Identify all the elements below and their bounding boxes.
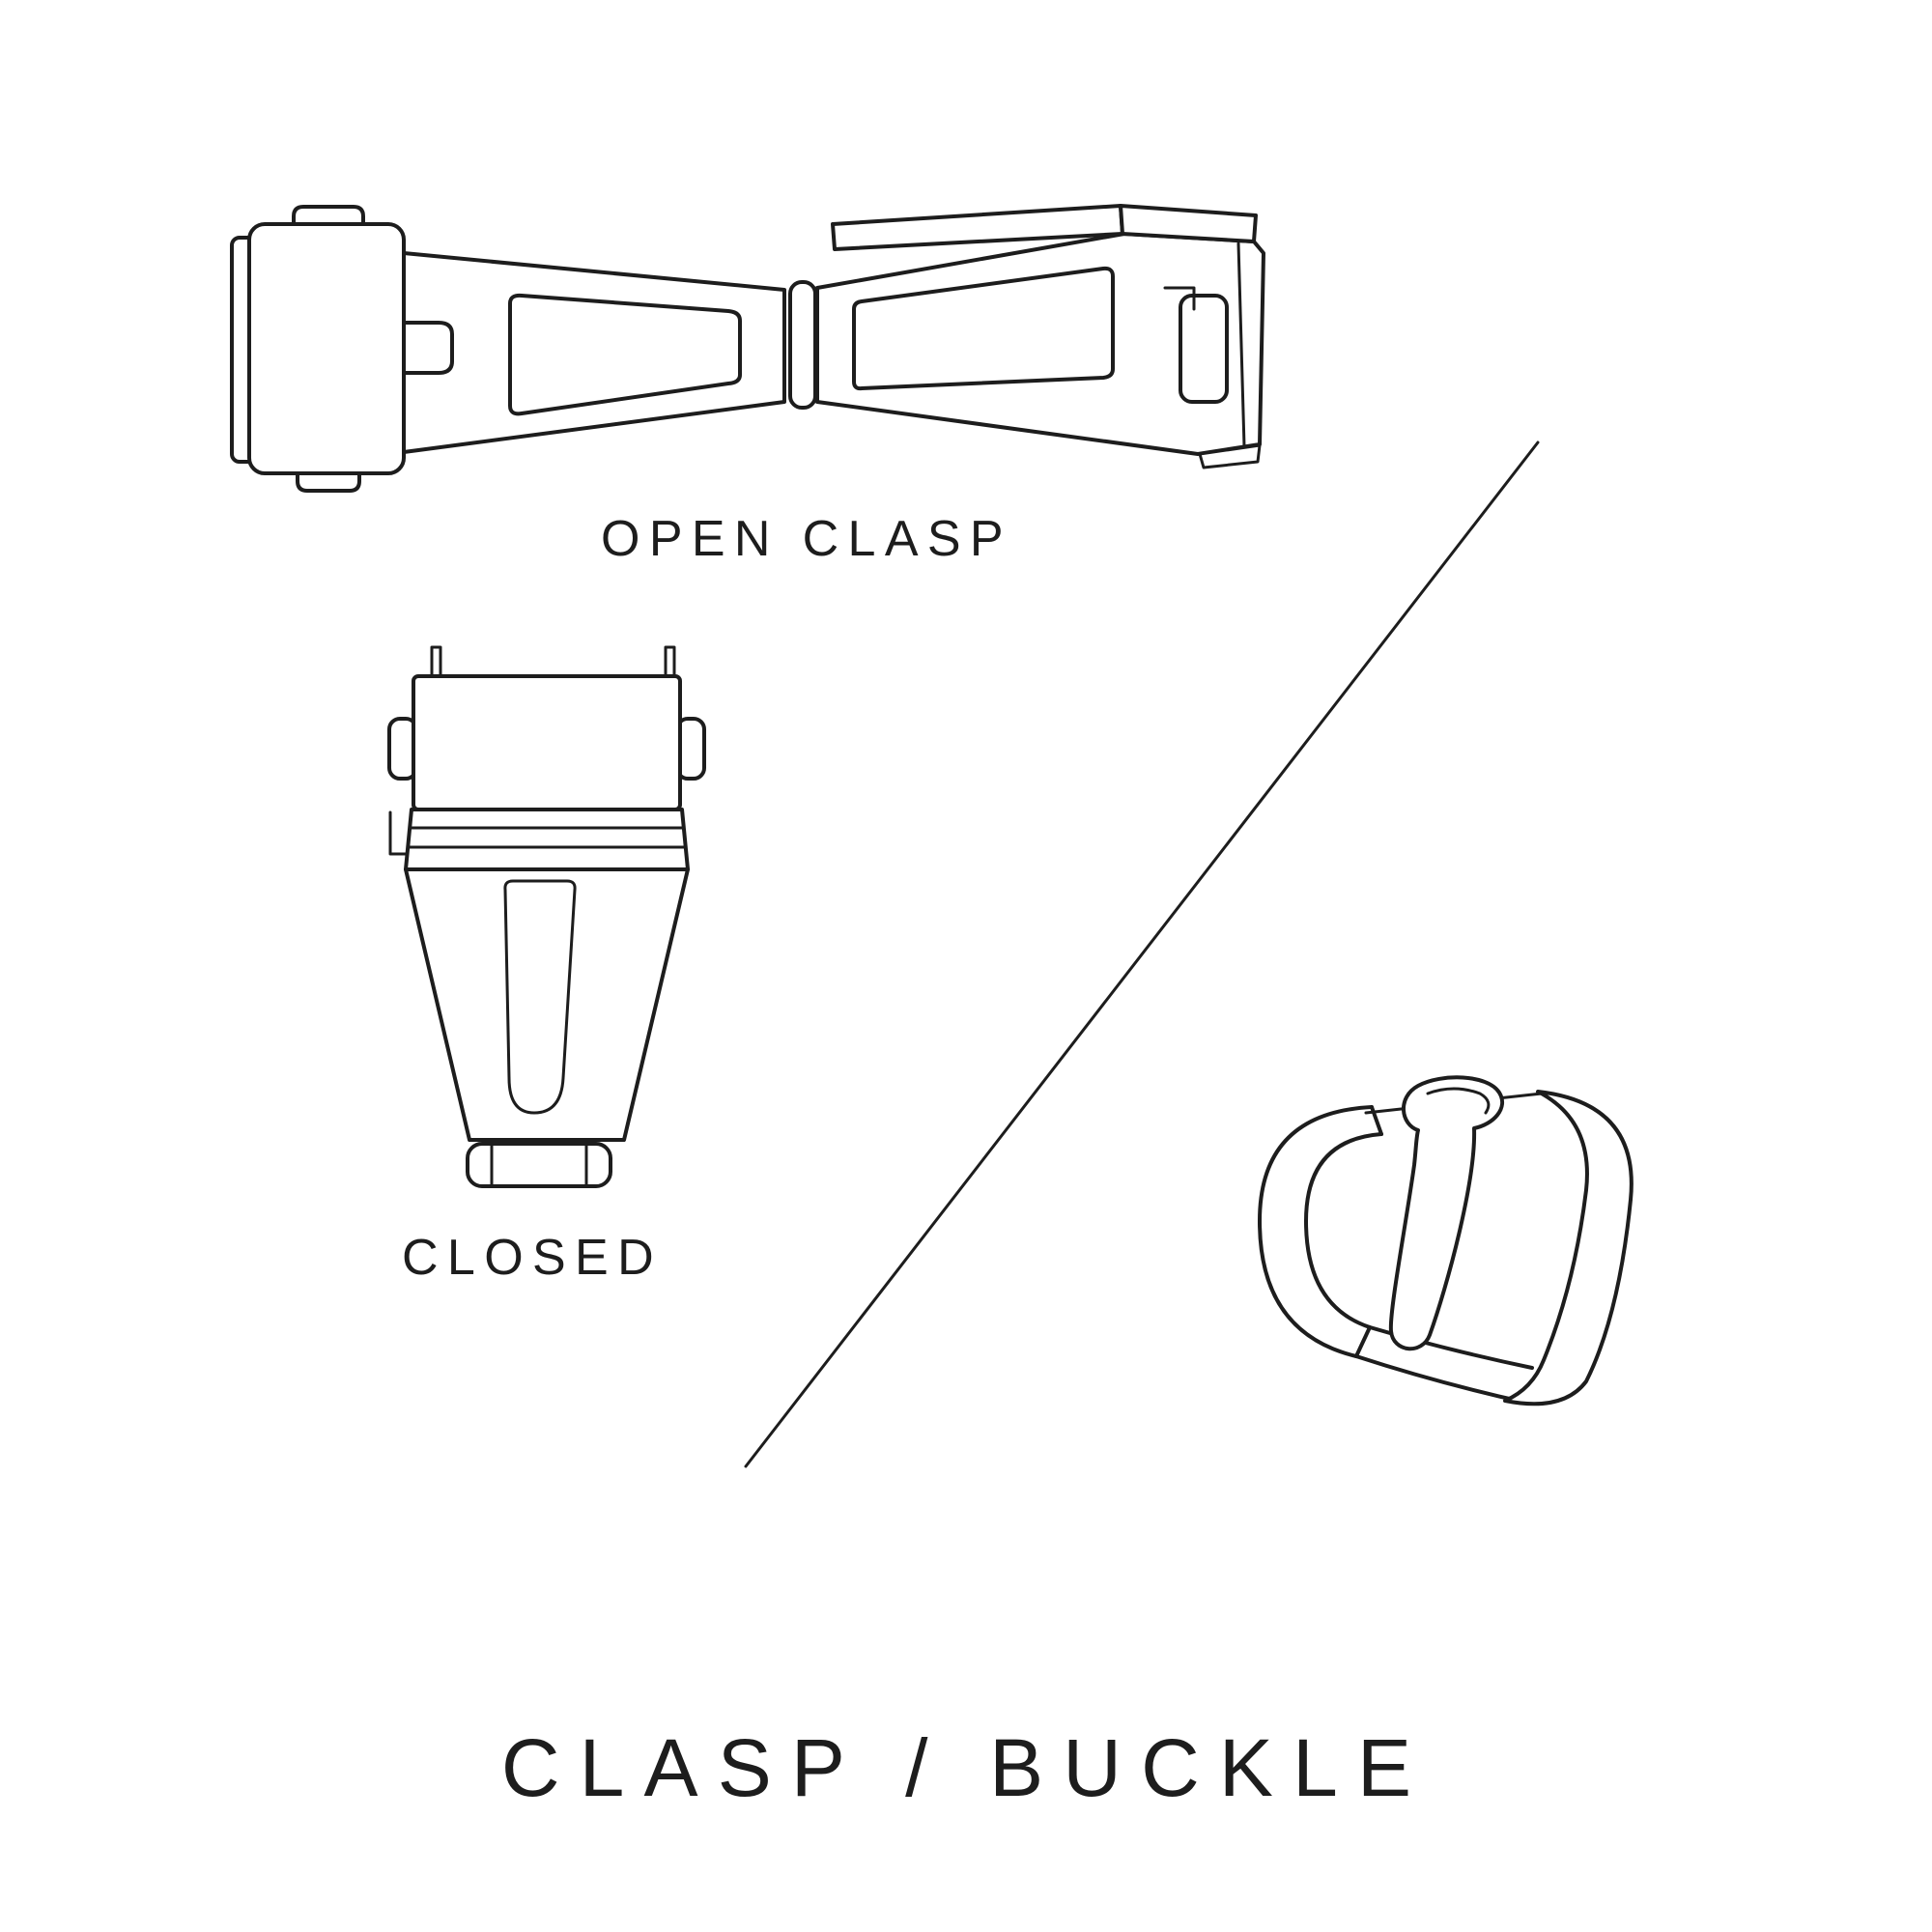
open-clasp-end-block (247, 222, 406, 475)
closed-clasp-bar-ticks (490, 1144, 588, 1186)
open-clasp-illustration (230, 204, 1265, 493)
open-clasp-right-end-top-edge (1119, 204, 1258, 243)
open-clasp-bracket-edge (1236, 242, 1246, 448)
buckle-tang-loop-line (1426, 1087, 1491, 1115)
buckle-strap-bar (1503, 1090, 1634, 1406)
open-clasp-hinge (788, 280, 817, 410)
buckle-tang (1388, 1075, 1504, 1351)
open-clasp-block-top-tab (292, 205, 365, 228)
open-clasp-block-bottom-tab (296, 469, 361, 493)
buckle-bottom-bar-outer (1354, 1354, 1528, 1405)
page-title: CLASP / BUCKLE (500, 1722, 1432, 1813)
open-clasp-right-inner-outline (852, 266, 1115, 391)
closed-clasp-label: CLOSED (402, 1230, 663, 1286)
closed-clasp-top-block (412, 674, 682, 811)
open-clasp-left-arm (402, 251, 786, 454)
buckle-frame-outer (1258, 1105, 1374, 1358)
buckle-frame-cap-bottom (1354, 1325, 1372, 1358)
closed-clasp-band-notch (388, 810, 409, 856)
open-clasp-bracket-lip (1198, 443, 1262, 469)
open-clasp-left-inner-outline (508, 293, 742, 416)
open-clasp-label: OPEN CLASP (601, 511, 1012, 567)
buckle-bottom-bar-inner (1368, 1325, 1534, 1370)
diagonal-divider-line (744, 440, 1540, 1468)
buckle-frame-inner (1304, 1132, 1383, 1329)
open-clasp-notch (402, 321, 454, 375)
open-clasp-bracket-step (1163, 286, 1196, 311)
closed-clasp-illustration (387, 645, 706, 1188)
closed-clasp-slot (503, 879, 577, 1115)
open-clasp-right-arm (815, 232, 1265, 456)
closed-clasp-band (404, 808, 690, 871)
closed-clasp-bottom-bar (466, 1142, 612, 1188)
tang-buckle-illustration (1258, 1075, 1634, 1406)
open-clasp-bracket-slot (1179, 294, 1229, 404)
